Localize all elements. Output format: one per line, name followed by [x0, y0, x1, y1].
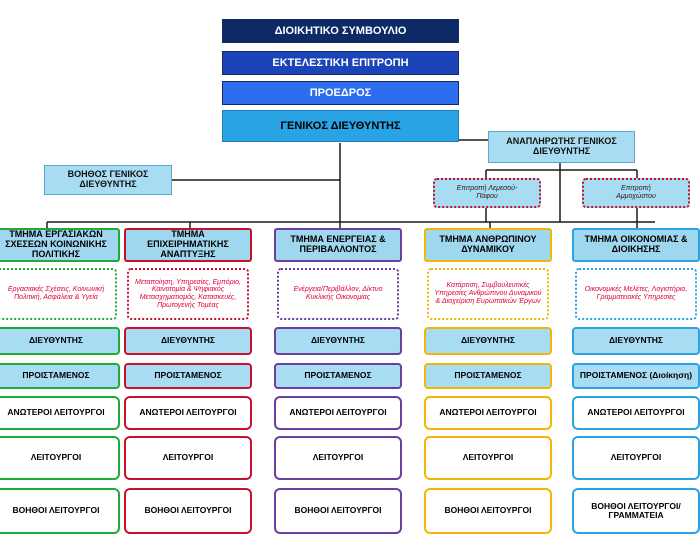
- general-manager-label: ΓΕΝΙΚΟΣ ΔΙΕΥΘΥΝΤΗΣ: [280, 119, 401, 132]
- department-description: Ενέργεια/Περιβάλλον, Δίκτυο Κυκλικής Οικ…: [277, 268, 399, 320]
- department-description: Εργασιακές Σχέσεις, Κοινωνική Πολιτική, …: [0, 268, 117, 320]
- department-title: ΤΜΗΜΑ ΕΝΕΡΓΕΙΑΣ & ΠΕΡΙΒΑΛΛΟΝΤΟΣ: [274, 228, 402, 262]
- assistant-officers-box: ΒΟΗΘΟΙ ΛΕΙΤΟΥΡΓΟΙ: [124, 488, 252, 534]
- officers-box: ΛΕΙΤΟΥΡΓΟΙ: [424, 436, 552, 480]
- head-of-section-box: ΠΡΟΙΣΤΑΜΕΝΟΣ (Διοίκηση): [572, 363, 700, 389]
- department-description-label: Ενέργεια/Περιβάλλον, Δίκτυο Κυκλικής Οικ…: [293, 286, 383, 301]
- director-box: ΔΙΕΥΘΥΝΤΗΣ: [572, 327, 700, 355]
- president-label: ΠΡΟΕΔΡΟΣ: [309, 86, 372, 99]
- senior-officers-box-label: ΑΝΩΤΕΡΟΙ ΛΕΙΤΟΥΡΓΟΙ: [587, 407, 685, 418]
- senior-officers-box-label: ΑΝΩΤΕΡΟΙ ΛΕΙΤΟΥΡΓΟΙ: [139, 407, 237, 418]
- committee-label: Επιτροπή Λεμεσού-Πάφου: [456, 185, 518, 200]
- department-title-label: ΤΜΗΜΑ ΕΡΓΑΣΙΑΚΩΝ ΣΧΕΣΕΩΝ ΚΟΙΝΩΝΙΚΗΣ ΠΟΛΙ…: [5, 229, 107, 259]
- department-title: ΤΜΗΜΑ ΕΡΓΑΣΙΑΚΩΝ ΣΧΕΣΕΩΝ ΚΟΙΝΩΝΙΚΗΣ ΠΟΛΙ…: [0, 228, 120, 262]
- committee-famagusta: Επιτροπή Αμμοχώστου: [582, 178, 690, 208]
- committee-label: Επιτροπή Αμμοχώστου: [616, 185, 656, 200]
- officers-box-label: ΛΕΙΤΟΥΡΓΟΙ: [610, 452, 662, 463]
- head-of-section-box-label: ΠΡΟΙΣΤΑΜΕΝΟΣ: [22, 370, 90, 381]
- general-manager-box: ΓΕΝΙΚΟΣ ΔΙΕΥΘΥΝΤΗΣ: [222, 110, 459, 142]
- assistant-officers-box: ΒΟΗΘΟΙ ΛΕΙΤΟΥΡΓΟΙ: [0, 488, 120, 534]
- executive-committee-label: ΕΚΤΕΛΕΣΤΙΚΗ ΕΠΙΤΡΟΠΗ: [272, 56, 409, 69]
- director-box: ΔΙΕΥΘΥΝΤΗΣ: [274, 327, 402, 355]
- senior-officers-box: ΑΝΩΤΕΡΟΙ ΛΕΙΤΟΥΡΓΟΙ: [572, 396, 700, 430]
- department-title-label: ΤΜΗΜΑ ΕΠΙΧΕΙΡΗΜΑΤΙΚΗΣ ΑΝΑΠΤΥΞΗΣ: [147, 229, 229, 259]
- committee-limassol-paphos: Επιτροπή Λεμεσού-Πάφου: [433, 178, 541, 208]
- assistant-officers-box-label: ΒΟΗΘΟΙ ΛΕΙΤΟΥΡΓΟΙ: [144, 505, 232, 516]
- head-of-section-box-label: ΠΡΟΙΣΤΑΜΕΝΟΣ (Διοίκηση): [579, 370, 693, 381]
- department-title: ΤΜΗΜΑ ΕΠΙΧΕΙΡΗΜΑΤΙΚΗΣ ΑΝΑΠΤΥΞΗΣ: [124, 228, 252, 262]
- assistant-officers-box: ΒΟΗΘΟΙ ΛΕΙΤΟΥΡΓΟΙ: [274, 488, 402, 534]
- assistant-officers-box: ΒΟΗΘΟΙ ΛΕΙΤΟΥΡΓΟΙ/ ΓΡΑΜΜΑΤΕΙΑ: [572, 488, 700, 534]
- assistant-officers-box-label: ΒΟΗΘΟΙ ΛΕΙΤΟΥΡΓΟΙ/ ΓΡΑΜΜΑΤΕΙΑ: [591, 500, 681, 520]
- department-description: Οικονομικές Μελέτες, Λογιστήριο, Γραμματ…: [575, 268, 697, 320]
- assistant-officers-box-label: ΒΟΗΘΟΙ ΛΕΙΤΟΥΡΓΟΙ: [294, 505, 382, 516]
- director-box-label: ΔΙΕΥΘΥΝΤΗΣ: [160, 335, 216, 346]
- head-of-section-box: ΠΡΟΙΣΤΑΜΕΝΟΣ: [124, 363, 252, 389]
- assistant-gm-box: ΒΟΗΘΟΣ ΓΕΝΙΚΟΣ ΔΙΕΥΘΥΝΤΗΣ: [44, 165, 172, 195]
- board-label: ΔΙΟΙΚΗΤΙΚΟ ΣΥΜΒΟΥΛΙΟ: [274, 24, 407, 37]
- officers-box-label: ΛΕΙΤΟΥΡΓΟΙ: [162, 452, 214, 463]
- officers-box: ΛΕΙΤΟΥΡΓΟΙ: [274, 436, 402, 480]
- head-of-section-box: ΠΡΟΙΣΤΑΜΕΝΟΣ: [0, 363, 120, 389]
- assistant-officers-box-label: ΒΟΗΘΟΙ ΛΕΙΤΟΥΡΓΟΙ: [12, 505, 100, 516]
- department-title-label: ΤΜΗΜΑ ΟΙΚΟΝΟΜΙΑΣ & ΔΙΟΙΚΗΣΗΣ: [584, 234, 688, 254]
- senior-officers-box: ΑΝΩΤΕΡΟΙ ΛΕΙΤΟΥΡΓΟΙ: [424, 396, 552, 430]
- senior-officers-box: ΑΝΩΤΕΡΟΙ ΛΕΙΤΟΥΡΓΟΙ: [0, 396, 120, 430]
- director-box-label: ΔΙΕΥΘΥΝΤΗΣ: [28, 335, 84, 346]
- assistant-gm-label: ΒΟΗΘΟΣ ΓΕΝΙΚΟΣ ΔΙΕΥΘΥΝΤΗΣ: [67, 169, 149, 189]
- deputy-gm-box: ΑΝΑΠΛΗΡΩΤΗΣ ΓΕΝΙΚΟΣ ΔΙΕΥΘΥΝΤΗΣ: [488, 131, 635, 163]
- department-description-label: Μεταποίηση, Υπηρεσίες, Εμπόριο, Καινοτομ…: [135, 278, 241, 309]
- head-of-section-box-label: ΠΡΟΙΣΤΑΜΕΝΟΣ: [154, 370, 222, 381]
- director-box: ΔΙΕΥΘΥΝΤΗΣ: [0, 327, 120, 355]
- department-description-label: Κατάρτιση, Συμβουλευτικές Υπηρεσίες Ανθρ…: [434, 282, 542, 305]
- department-title: ΤΜΗΜΑ ΟΙΚΟΝΟΜΙΑΣ & ΔΙΟΙΚΗΣΗΣ: [572, 228, 700, 262]
- head-of-section-box-label: ΠΡΟΙΣΤΑΜΕΝΟΣ: [304, 370, 372, 381]
- head-of-section-box-label: ΠΡΟΙΣΤΑΜΕΝΟΣ: [454, 370, 522, 381]
- officers-box-label: ΛΕΙΤΟΥΡΓΟΙ: [312, 452, 364, 463]
- department-description: Κατάρτιση, Συμβουλευτικές Υπηρεσίες Ανθρ…: [427, 268, 549, 320]
- deputy-gm-label: ΑΝΑΠΛΗΡΩΤΗΣ ΓΕΝΙΚΟΣ ΔΙΕΥΘΥΝΤΗΣ: [506, 136, 617, 156]
- president-box: ΠΡΟΕΔΡΟΣ: [222, 81, 459, 105]
- officers-box: ΛΕΙΤΟΥΡΓΟΙ: [572, 436, 700, 480]
- director-box-label: ΔΙΕΥΘΥΝΤΗΣ: [608, 335, 664, 346]
- department-title-label: ΤΜΗΜΑ ΕΝΕΡΓΕΙΑΣ & ΠΕΡΙΒΑΛΛΟΝΤΟΣ: [290, 234, 386, 254]
- head-of-section-box: ΠΡΟΙΣΤΑΜΕΝΟΣ: [424, 363, 552, 389]
- director-box: ΔΙΕΥΘΥΝΤΗΣ: [424, 327, 552, 355]
- department-description-label: Εργασιακές Σχέσεις, Κοινωνική Πολιτική, …: [7, 286, 105, 301]
- director-box-label: ΔΙΕΥΘΥΝΤΗΣ: [460, 335, 516, 346]
- senior-officers-box-label: ΑΝΩΤΕΡΟΙ ΛΕΙΤΟΥΡΓΟΙ: [439, 407, 537, 418]
- head-of-section-box: ΠΡΟΙΣΤΑΜΕΝΟΣ: [274, 363, 402, 389]
- officers-box-label: ΛΕΙΤΟΥΡΓΟΙ: [30, 452, 82, 463]
- assistant-officers-box-label: ΒΟΗΘΟΙ ΛΕΙΤΟΥΡΓΟΙ: [444, 505, 532, 516]
- senior-officers-box-label: ΑΝΩΤΕΡΟΙ ΛΕΙΤΟΥΡΓΟΙ: [289, 407, 387, 418]
- officers-box: ΛΕΙΤΟΥΡΓΟΙ: [0, 436, 120, 480]
- board-box: ΔΙΟΙΚΗΤΙΚΟ ΣΥΜΒΟΥΛΙΟ: [222, 19, 459, 43]
- department-title-label: ΤΜΗΜΑ ΑΝΘΡΩΠΙΝΟΥ ΔΥΝΑΜΙΚΟΥ: [439, 234, 537, 254]
- officers-box: ΛΕΙΤΟΥΡΓΟΙ: [124, 436, 252, 480]
- executive-committee-box: ΕΚΤΕΛΕΣΤΙΚΗ ΕΠΙΤΡΟΠΗ: [222, 51, 459, 75]
- senior-officers-box: ΑΝΩΤΕΡΟΙ ΛΕΙΤΟΥΡΓΟΙ: [274, 396, 402, 430]
- director-box-label: ΔΙΕΥΘΥΝΤΗΣ: [310, 335, 366, 346]
- assistant-officers-box: ΒΟΗΘΟΙ ΛΕΙΤΟΥΡΓΟΙ: [424, 488, 552, 534]
- department-title: ΤΜΗΜΑ ΑΝΘΡΩΠΙΝΟΥ ΔΥΝΑΜΙΚΟΥ: [424, 228, 552, 262]
- senior-officers-box: ΑΝΩΤΕΡΟΙ ΛΕΙΤΟΥΡΓΟΙ: [124, 396, 252, 430]
- director-box: ΔΙΕΥΘΥΝΤΗΣ: [124, 327, 252, 355]
- department-description-label: Οικονομικές Μελέτες, Λογιστήριο, Γραμματ…: [584, 286, 688, 301]
- department-description: Μεταποίηση, Υπηρεσίες, Εμπόριο, Καινοτομ…: [127, 268, 249, 320]
- senior-officers-box-label: ΑΝΩΤΕΡΟΙ ΛΕΙΤΟΥΡΓΟΙ: [7, 407, 105, 418]
- officers-box-label: ΛΕΙΤΟΥΡΓΟΙ: [462, 452, 514, 463]
